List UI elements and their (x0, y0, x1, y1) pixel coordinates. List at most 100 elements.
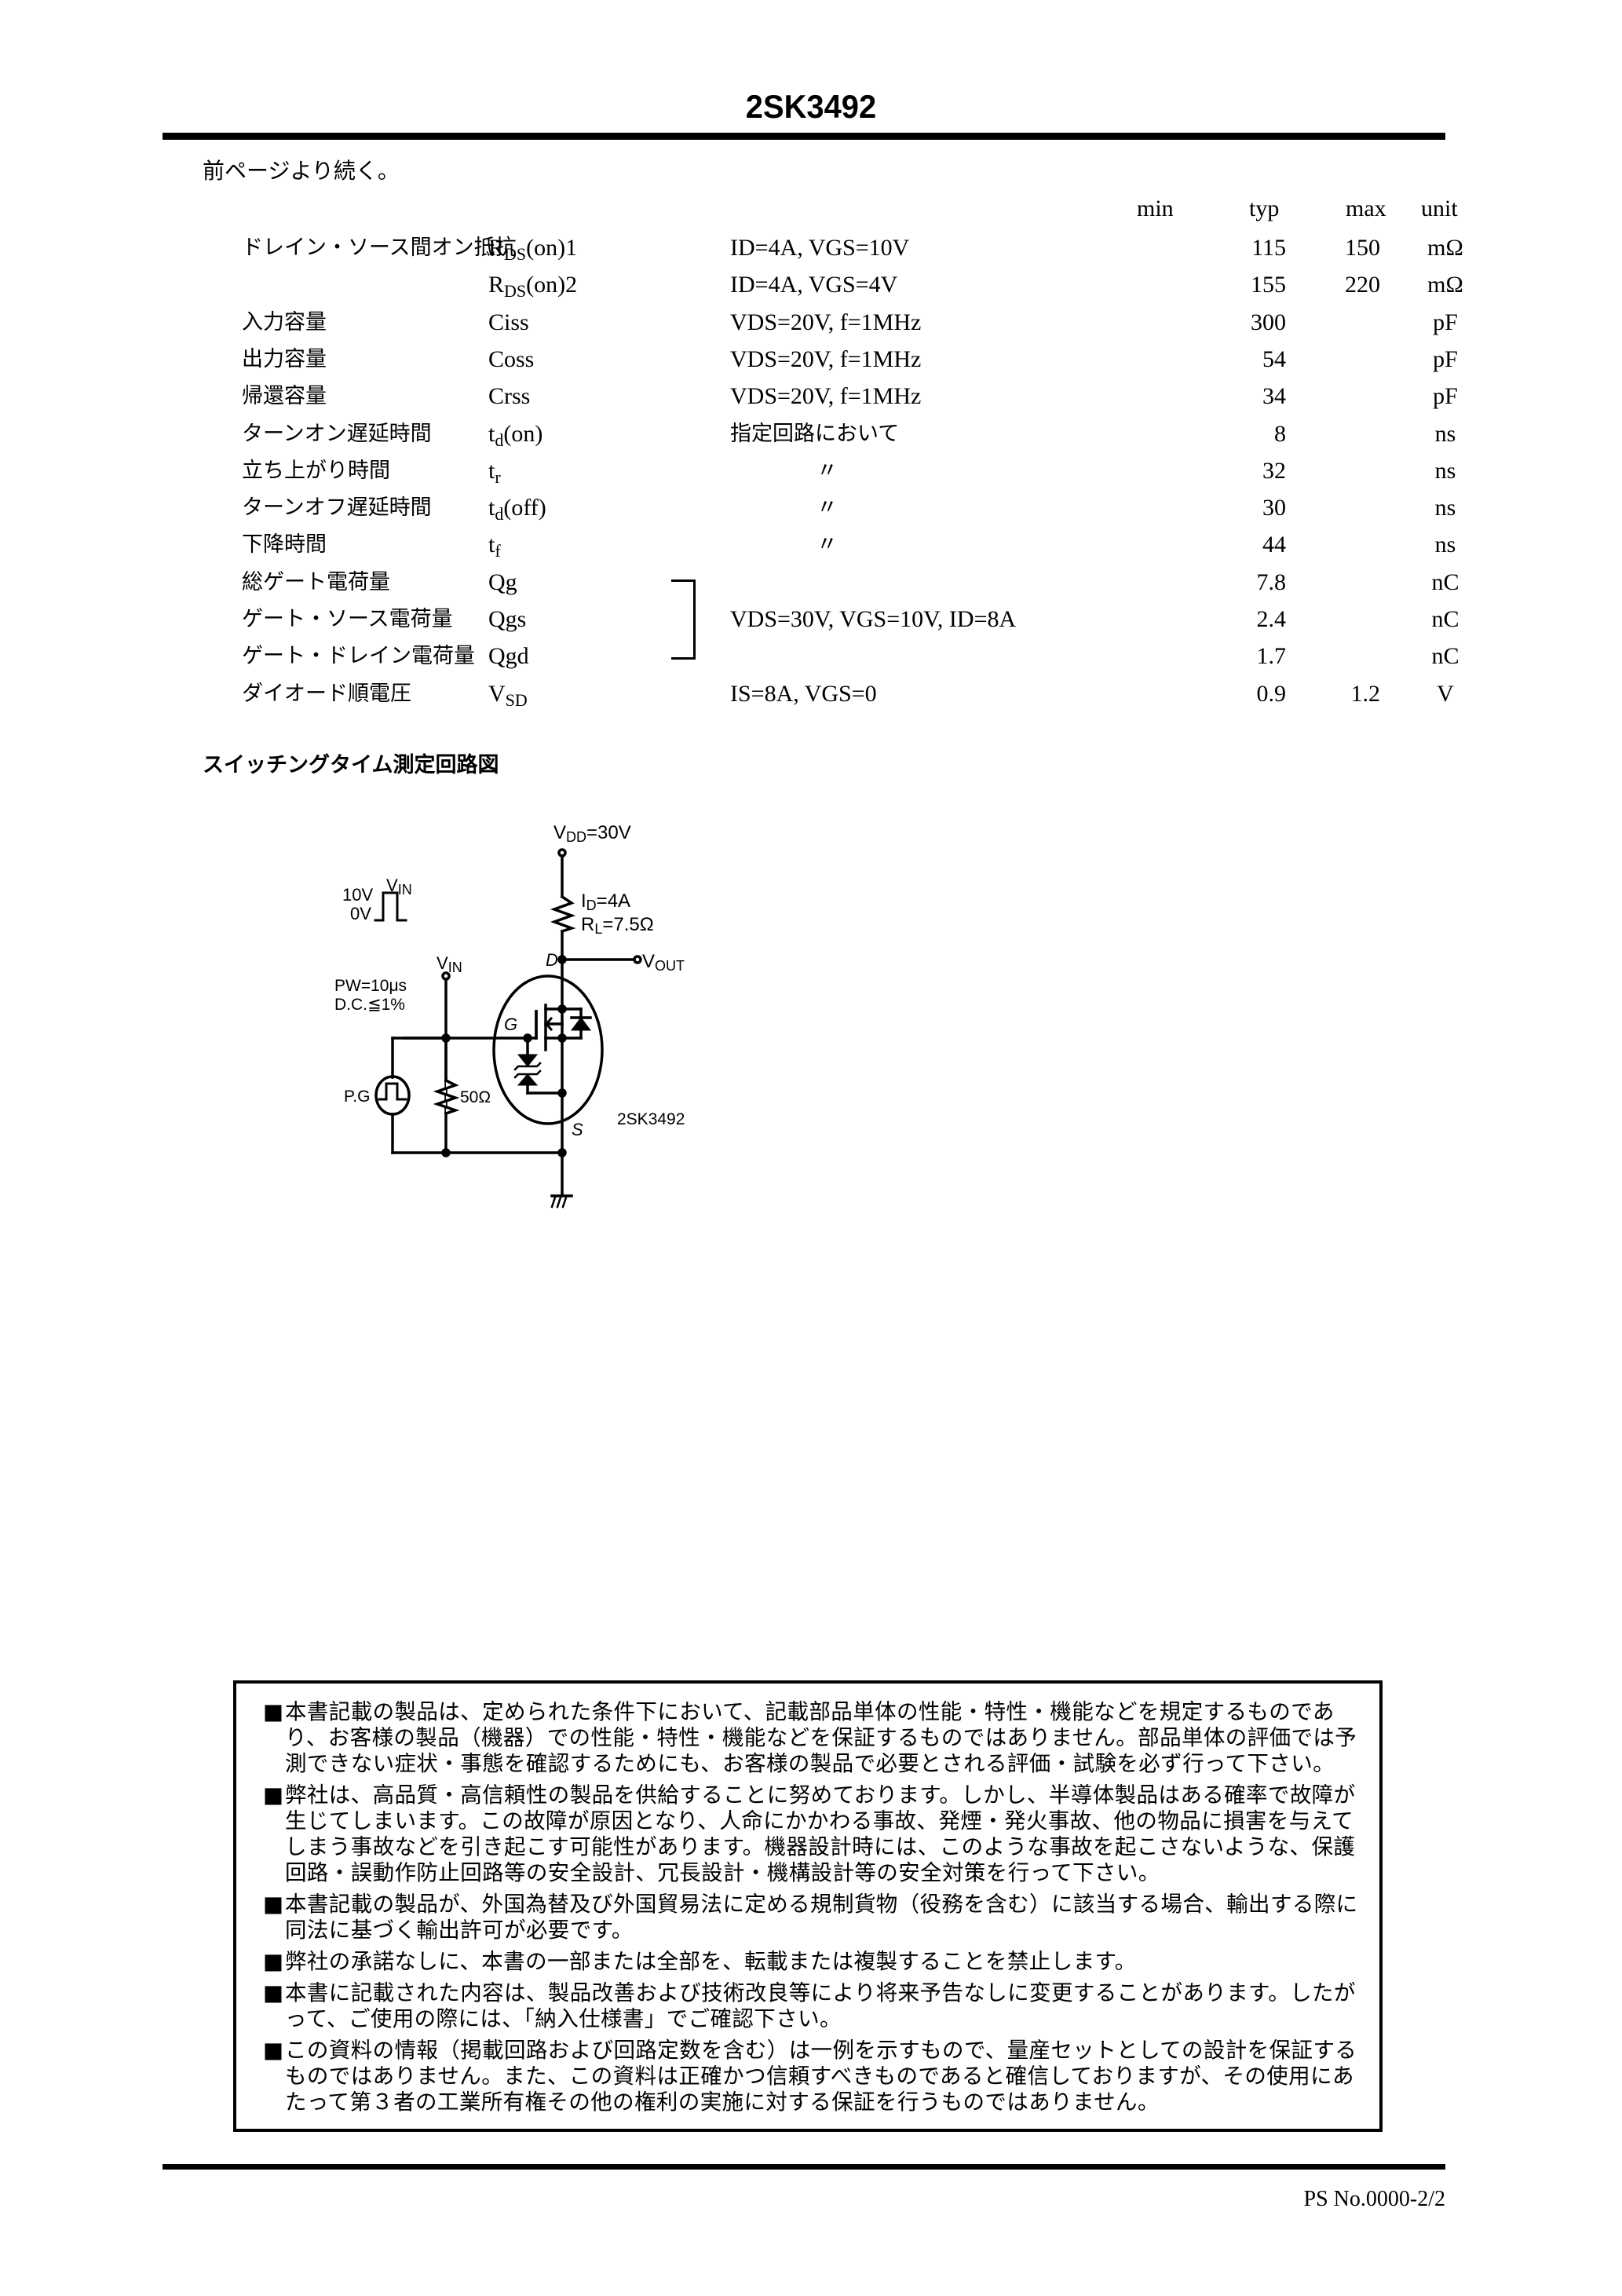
document-title: 2SK3492 (745, 88, 877, 125)
load-resistor-icon (550, 894, 576, 934)
param-label: ドレイン・ソース間オン抵抗 (242, 236, 517, 260)
col-header-typ: typ (1249, 196, 1280, 221)
value-unit: ns (1434, 458, 1456, 484)
test-condition: ID=4A, VGS=10V (730, 235, 910, 261)
svg-text:RL=7.5Ω: RL=7.5Ω (581, 914, 654, 937)
test-condition: 指定回路において (730, 422, 900, 446)
disclaimer-item: ■弊社の承諾なしに、本書の一部または全部を、転載または複製することを禁止します。 (263, 1949, 1362, 1975)
svg-text:ID=4A: ID=4A (581, 890, 630, 913)
svg-text:D: D (546, 950, 558, 970)
test-condition: VDS=30V, VGS=10V, ID=8A (730, 606, 1017, 632)
param-label: 総ゲート電荷量 (242, 570, 390, 594)
param-label: 下降時間 (242, 532, 327, 557)
value-unit: pF (1433, 309, 1458, 335)
pulse-generator-icon (374, 1075, 411, 1116)
param-symbol: Qg (488, 569, 517, 603)
test-condition: VDS=20V, f=1MHz (730, 309, 922, 335)
value-unit: nC (1431, 569, 1459, 595)
value-typ: 155 (1251, 272, 1286, 298)
symbol-subscript: DS (504, 281, 527, 301)
test-condition: 〃 (816, 459, 838, 483)
param-symbol: tr (488, 457, 501, 492)
qg-condition-bracket (671, 579, 696, 660)
param-label: ターンオフ遅延時間 (242, 495, 432, 520)
square-bullet-icon: ■ (263, 1782, 284, 1808)
symbol-main: Ciss (488, 309, 529, 335)
symbol-subscript: d (495, 430, 504, 450)
param-label: 立ち上がり時間 (242, 459, 390, 483)
symbol-suffix: (off) (503, 495, 546, 521)
svg-text:50Ω: 50Ω (460, 1088, 491, 1106)
square-bullet-icon: ■ (263, 1949, 284, 1974)
symbol-main: V (488, 681, 506, 707)
svg-text:P.G: P.G (344, 1088, 370, 1106)
square-bullet-icon: ■ (263, 1980, 284, 2005)
disclaimer-text: 本書に記載された内容は、製品改善および技術改良等により将来予告なしに変更すること… (285, 1980, 1356, 2031)
value-typ: 34 (1262, 383, 1286, 409)
value-unit: ns (1434, 421, 1456, 447)
col-header-unit: unit (1421, 196, 1458, 221)
square-bullet-icon: ■ (263, 2038, 284, 2063)
value-unit: mΩ (1427, 272, 1463, 298)
symbol-main: Qgs (488, 606, 527, 632)
value-unit: nC (1431, 606, 1459, 632)
ground-icon (550, 1194, 573, 1208)
value-typ: 7.8 (1256, 569, 1287, 595)
param-label: 帰還容量 (242, 384, 327, 408)
symbol-subscript: f (495, 541, 501, 561)
param-label: ターンオン遅延時間 (242, 422, 432, 446)
symbol-subscript: d (495, 504, 504, 524)
disclaimer-text: 本書記載の製品が、外国為替及び外国貿易法に定める規制貨物（役務を含む）に該当する… (285, 1892, 1358, 1943)
param-symbol: td(on) (488, 420, 542, 455)
symbol-suffix: (on)2 (526, 272, 578, 298)
value-unit: nC (1431, 643, 1459, 669)
vout-terminal (633, 955, 642, 964)
value-unit: V (1437, 681, 1454, 707)
svg-text:VOUT: VOUT (642, 951, 685, 974)
symbol-main: Qg (488, 569, 517, 595)
param-label: 出力容量 (242, 347, 327, 371)
disclaimer-text: 弊社は、高品質・高信頼性の製品を供給することに努めております。しかし、半導体製品… (285, 1782, 1356, 1885)
param-label: 入力容量 (242, 310, 327, 335)
svg-text:10V: 10V (342, 885, 373, 905)
test-condition: 〃 (816, 532, 838, 557)
svg-text:2SK3492: 2SK3492 (617, 1110, 685, 1128)
symbol-main: Coss (488, 346, 535, 372)
param-symbol: Coss (488, 345, 534, 380)
test-condition: 〃 (816, 495, 838, 520)
symbol-subscript: r (495, 467, 501, 487)
disclaimer-text: この資料の情報（掲載回路および回路定数を含む）は一例を示すもので、量産セットとし… (285, 2038, 1357, 2115)
svg-text:D.C.≦1%: D.C.≦1% (334, 996, 405, 1014)
symbol-main: t (488, 532, 495, 558)
continued-note: 前ページより続く。 (203, 158, 400, 184)
document-code: PS No.0000-2/2 (1303, 2187, 1445, 2211)
param-symbol: Crss (488, 382, 530, 417)
value-typ: 0.9 (1256, 681, 1287, 707)
test-condition: IS=8A, VGS=0 (730, 681, 877, 707)
value-typ: 8 (1274, 421, 1286, 447)
symbol-main: R (488, 235, 505, 261)
circuit-section-title: スイッチングタイム測定回路図 (203, 753, 499, 777)
mosfet-envelope (492, 974, 604, 1125)
svg-text:VIN: VIN (386, 876, 412, 898)
svg-text:VDD=30V: VDD=30V (553, 822, 631, 845)
param-label: ゲート・ドレイン電荷量 (242, 644, 475, 668)
value-unit: ns (1434, 495, 1456, 521)
value-typ: 2.4 (1256, 606, 1287, 632)
symbol-main: t (488, 495, 495, 521)
disclaimer-text: 弊社の承諾なしに、本書の一部または全部を、転載または複製することを禁止します。 (285, 1949, 1137, 1974)
value-typ: 115 (1251, 235, 1286, 261)
value-typ: 1.7 (1256, 643, 1287, 669)
param-label: ゲート・ソース電荷量 (242, 607, 453, 631)
disclaimer-text: 本書記載の製品は、定められた条件下において、記載部品単体の性能・特性・機能などを… (285, 1699, 1357, 1776)
svg-text:0V: 0V (350, 904, 371, 923)
square-bullet-icon: ■ (263, 1699, 284, 1724)
test-condition: VDS=20V, f=1MHz (730, 346, 922, 372)
param-symbol: td(off) (488, 494, 546, 528)
disclaimer-item: ■本書記載の製品は、定められた条件下において、記載部品単体の性能・特性・機能など… (263, 1699, 1362, 1777)
value-typ: 32 (1262, 458, 1286, 484)
symbol-suffix: (on) (503, 421, 543, 447)
value-unit: pF (1433, 346, 1458, 372)
value-max: 1.2 (1350, 681, 1381, 707)
